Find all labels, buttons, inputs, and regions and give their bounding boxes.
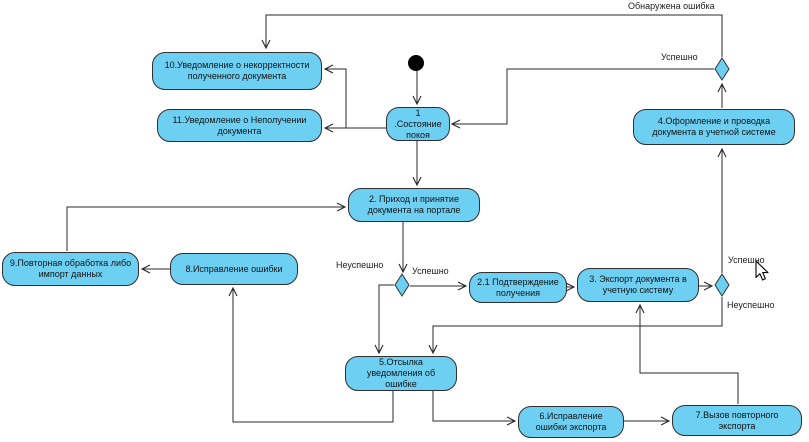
edge-decision-top-to-10 [261, 14, 723, 57]
activity-node-9[interactable]: 9.Повторная обработка либо импорт данных [2, 252, 139, 286]
edge-decision-mid-to-5 [374, 284, 394, 355]
activity-node-8[interactable]: 8.Исправление ошибки [170, 253, 298, 285]
edge-label-success-top: Успешно [661, 52, 698, 62]
edge-1-to-10 [323, 64, 347, 128]
edge-7-to-3 [635, 303, 739, 404]
decision-diamond-right[interactable] [714, 273, 730, 297]
edge-label-fail-right: Неуспешно [727, 300, 775, 310]
activity-node-2-1[interactable]: 2.1 Подтверждение получения [469, 272, 567, 303]
activity-node-2[interactable]: 2. Приход и принятие документа на портал… [348, 188, 480, 222]
activity-node-11[interactable]: 11.Уведомление о Неполучении документа [157, 109, 322, 142]
edge-5-to-6 [432, 391, 517, 426]
activity-node-10[interactable]: 10.Уведомление о некорректности полученн… [152, 52, 322, 90]
edge-5-to-8 [228, 286, 394, 423]
activity-node-1[interactable]: 1 .Состояние покоя [386, 107, 450, 141]
activity-node-5[interactable]: 5.Отсылка уведомления об ошибке [345, 356, 457, 391]
edge-label-success-mid: Успешно [412, 266, 449, 276]
activity-node-3[interactable]: 3. Экспорт документа в учетную систему [577, 268, 699, 302]
activity-node-4[interactable]: 4.Оформление и проводка документа в учет… [633, 109, 795, 145]
decision-diamond-top[interactable] [714, 57, 730, 81]
edge-decision-right-to-5 [428, 297, 723, 355]
edge-decision-top-to-1 [450, 68, 714, 129]
activity-node-7[interactable]: 7.Вызов повторного экспорта [672, 405, 802, 436]
initial-state-node[interactable] [408, 55, 424, 71]
edge-label-error-detected: Обнаружена ошибка [628, 1, 715, 11]
edge-label-success-right: Успешно [728, 255, 765, 265]
activity-node-6[interactable]: 6.Исправление ошибки экспорта [518, 406, 624, 438]
decision-diamond-mid[interactable] [394, 273, 410, 297]
edge-9-to-2 [66, 202, 347, 251]
mouse-cursor-icon [755, 260, 769, 281]
edge-label-fail-mid: Неуспешно [336, 260, 384, 270]
